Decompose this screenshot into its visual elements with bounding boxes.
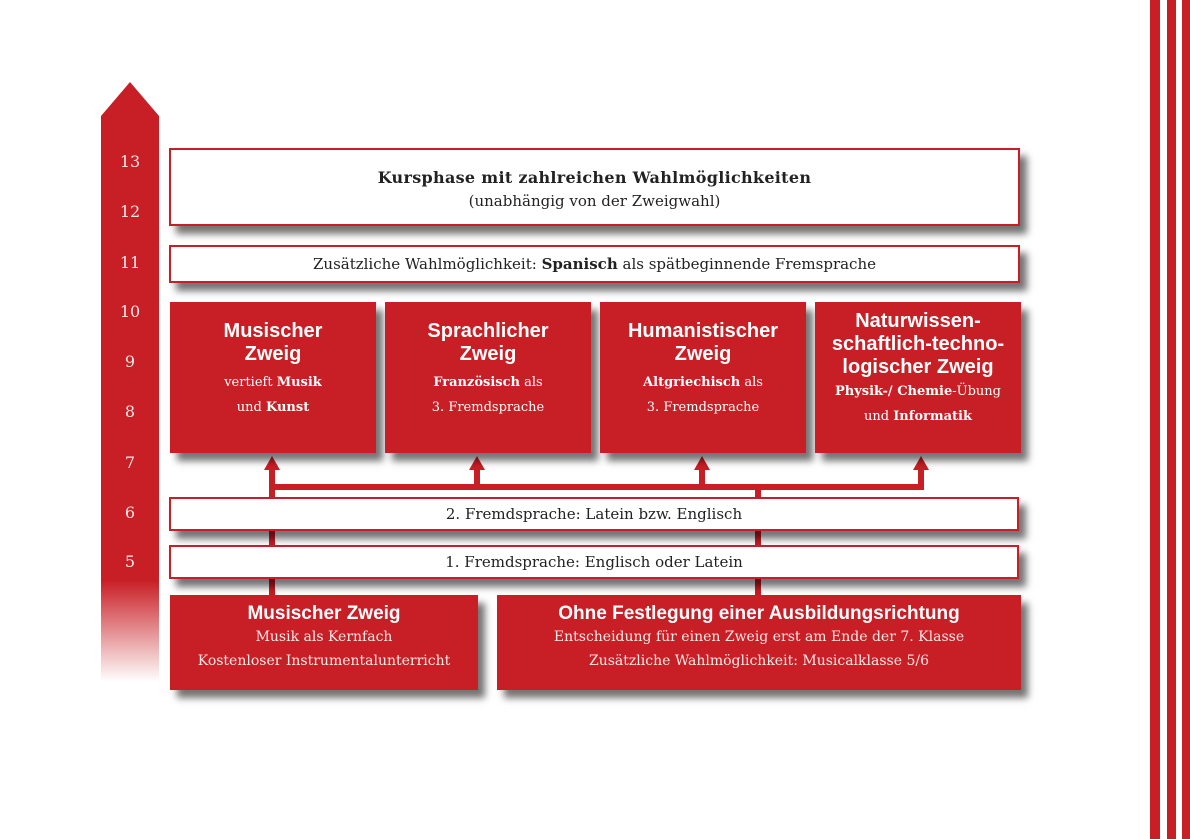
entry-musisch-line: Musik als Kernfach bbox=[255, 629, 393, 645]
branch-text-bold: Musik bbox=[276, 375, 322, 390]
grade-label: 9 bbox=[124, 352, 136, 371]
grade-label: 13 bbox=[119, 152, 141, 171]
branch-text: 3. Fremdsprache bbox=[646, 400, 760, 415]
entry-ohne-festlegung-line: Zusätzliche Wahlmöglichkeit: Musicalklas… bbox=[589, 653, 929, 669]
entry-musisch-title: Musischer Zweig bbox=[247, 603, 401, 624]
branch-text-bold: Informatik bbox=[893, 409, 972, 424]
branch-description: Französisch als 3. Fremdsprache bbox=[385, 370, 591, 420]
entry-ohne-festlegung-title: Ohne Festlegung einer Ausbildungsrichtun… bbox=[558, 603, 960, 624]
branch-description: vertieft Musik und Kunst bbox=[170, 370, 376, 420]
branch-title: Humanistischer Zweig bbox=[627, 320, 779, 365]
branch-description: Altgriechisch als 3. Fremdsprache bbox=[600, 370, 806, 420]
branch-title: Sprachlicher Zweig bbox=[427, 320, 549, 365]
branch-text: vertieft bbox=[224, 375, 277, 390]
connector-vertical-center bbox=[755, 484, 761, 596]
branch-musisch: Musischer Zweig vertieft Musik und Kunst bbox=[170, 302, 376, 453]
grade-label: 11 bbox=[119, 253, 141, 272]
entry-ohne-festlegung-line: Entscheidung für einen Zweig erst am End… bbox=[553, 629, 965, 645]
grade-label: 10 bbox=[119, 302, 141, 321]
entry-musisch-box: Musischer Zweig Musik als Kernfach Koste… bbox=[170, 595, 478, 690]
branch-humanistisch: Humanistischer Zweig Altgriechisch als 3… bbox=[600, 302, 806, 453]
edge-stripe-1 bbox=[1150, 0, 1160, 839]
branch-text: als bbox=[520, 375, 543, 390]
grade-arrow bbox=[101, 82, 159, 682]
spanisch-suffix: als spätbeginnende Fremsprache bbox=[617, 255, 877, 273]
arrow-up-icon bbox=[264, 456, 280, 470]
arrow-up-icon bbox=[913, 456, 929, 470]
branch-text: -Übung bbox=[952, 384, 1001, 399]
branch-text: und bbox=[864, 409, 894, 424]
branch-text-bold: Kunst bbox=[265, 400, 310, 415]
kursphase-subtitle: (unabhängig von der Zweigwahl) bbox=[468, 192, 721, 210]
branch-naturwissenschaftlich: Naturwissen-schaftlich-techno-logischer … bbox=[815, 302, 1021, 453]
arrow-up-icon bbox=[469, 456, 485, 470]
fremdsprache-1-label: 1. Fremdsprache: Englisch oder Latein bbox=[445, 553, 743, 571]
spanisch-prefix: Zusätzliche Wahlmöglichkeit: bbox=[312, 255, 542, 273]
fremdsprache-1-box: 1. Fremdsprache: Englisch oder Latein bbox=[169, 545, 1019, 579]
connector-stem-2 bbox=[474, 468, 480, 486]
connector-stem-3 bbox=[699, 468, 705, 486]
entry-musisch-line: Kostenloser Instrumentalunterricht bbox=[197, 653, 451, 669]
edge-stripe-3 bbox=[1182, 0, 1190, 839]
branch-title: Naturwissen-schaftlich-techno-logischer … bbox=[831, 310, 1005, 378]
spanisch-bold: Spanisch bbox=[541, 255, 618, 273]
spanisch-box: Zusätzliche Wahlmöglichkeit: Spanisch al… bbox=[169, 245, 1020, 283]
fremdsprache-2-label: 2. Fremdsprache: Latein bzw. Englisch bbox=[445, 505, 743, 523]
branch-title: Musischer Zweig bbox=[223, 320, 323, 365]
branch-text: und bbox=[236, 400, 266, 415]
edge-stripe-2 bbox=[1167, 0, 1176, 839]
entry-ohne-festlegung-box: Ohne Festlegung einer Ausbildungsrichtun… bbox=[497, 595, 1021, 690]
grade-label: 5 bbox=[124, 552, 136, 571]
connector-horizontal bbox=[269, 484, 924, 490]
branch-description: Physik-/ Chemie-Übung und Informatik bbox=[815, 379, 1021, 429]
grade-label: 6 bbox=[124, 503, 136, 522]
grade-label: 7 bbox=[124, 453, 136, 472]
connector-stem-1 bbox=[269, 468, 275, 486]
fremdsprache-2-box: 2. Fremdsprache: Latein bzw. Englisch bbox=[169, 497, 1019, 531]
branch-text-bold: Altgriechisch bbox=[643, 375, 741, 390]
grade-label: 12 bbox=[119, 202, 141, 221]
connector-stem-4 bbox=[918, 468, 924, 486]
branch-text: 3. Fremdsprache bbox=[431, 400, 545, 415]
kursphase-title: Kursphase mit zahlreichen Wahlmöglichkei… bbox=[377, 168, 812, 187]
branch-text: als bbox=[740, 375, 763, 390]
connector-vertical-left bbox=[269, 470, 275, 596]
branch-text-bold: Physik-/ Chemie bbox=[835, 384, 953, 399]
branch-sprachlich: Sprachlicher Zweig Französisch als 3. Fr… bbox=[385, 302, 591, 453]
kursphase-box: Kursphase mit zahlreichen Wahlmöglichkei… bbox=[169, 148, 1020, 226]
arrow-up-icon bbox=[694, 456, 710, 470]
branch-text-bold: Französisch bbox=[433, 375, 520, 390]
grade-label: 8 bbox=[124, 402, 136, 421]
